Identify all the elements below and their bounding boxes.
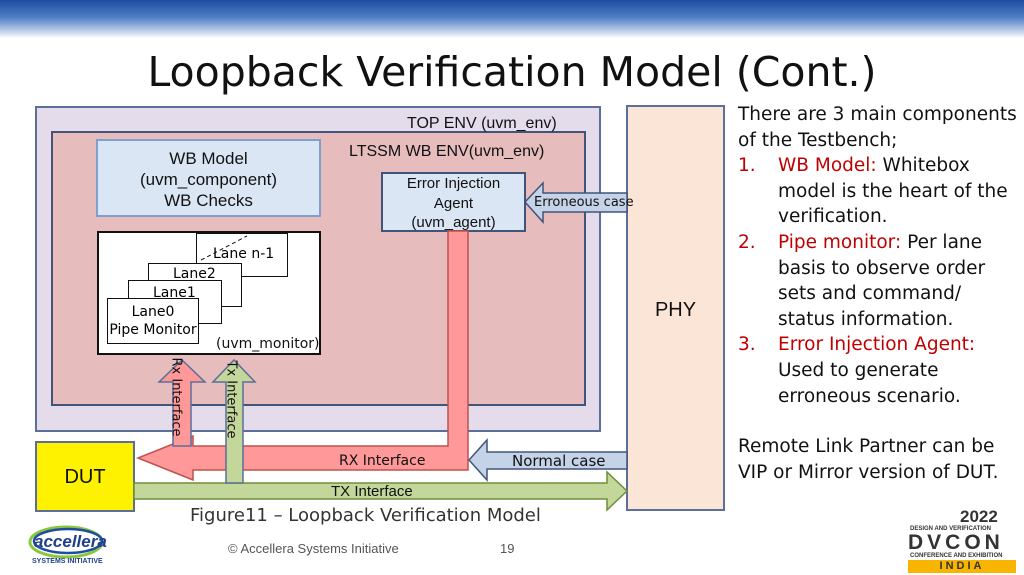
rx-interface-label: RX Interface — [339, 453, 426, 469]
bullet-item-1: 1. WB Model: Whitebox model is the heart … — [738, 153, 1018, 230]
ltssm-env-label: LTSSM WB ENV(uvm_env) — [349, 143, 545, 160]
lane-0-pipe-monitor: Lane0 Pipe Monitor — [107, 298, 199, 344]
tx-vertical-label: Tx Interface — [223, 360, 239, 439]
bullet-list: There are 3 main components of the Testb… — [738, 102, 1018, 485]
lane-2-label: Lane2 — [173, 266, 216, 282]
error-agent-line1: Error Injection — [406, 175, 501, 192]
bullet-label-1: WB Model: — [778, 155, 877, 177]
accellera-logo: accellera SYSTEMS INITIATIVE — [28, 522, 108, 568]
dvcon-country: INDIA — [908, 560, 1016, 573]
tx-vertical-arrow — [211, 358, 257, 484]
figure-caption: Figure11 – Loopback Verification Model — [190, 505, 541, 526]
bullet-text-2: Per lane basis to observe order sets and… — [778, 231, 986, 330]
monitor-tag: (uvm_monitor) — [216, 336, 320, 352]
normal-case-label: Normal case — [512, 452, 606, 470]
rx-vertical-arrow — [157, 358, 207, 447]
wb-model-text: WB Model (uvm_component) WB Checks — [97, 148, 320, 211]
rx-interface-arrow — [135, 230, 469, 482]
rx-vertical-label: Rx Interface — [168, 357, 184, 437]
error-agent-text: Error Injection Agent (uvm_agent) — [382, 174, 525, 233]
tx-interface-label: TX Interface — [331, 483, 413, 500]
error-agent-line3: (uvm_agent) — [411, 214, 496, 231]
bullet-num-3: 3. — [738, 334, 756, 356]
normal-case-arrow — [467, 438, 628, 482]
accellera-name: accellera — [34, 532, 107, 551]
top-env-label: TOP ENV (uvm_env) — [407, 115, 557, 132]
dvcon-name: DVCON — [908, 531, 1004, 554]
bullet-label-3: Error Injection Agent: — [778, 334, 976, 356]
lane-0-label: Lane0 — [131, 304, 175, 320]
erroneous-case-arrow — [523, 181, 628, 224]
slide-title: Loopback Verification Model (Cont.) — [147, 48, 877, 96]
pipe-monitor-label: Pipe Monitor — [109, 322, 197, 338]
accellera-swoosh-icon — [28, 525, 104, 559]
wb-model-box — [96, 139, 321, 217]
error-agent-line2: Agent — [433, 194, 474, 212]
accellera-sub: SYSTEMS INITIATIVE — [32, 558, 103, 565]
bullet-num-1: 1. — [738, 155, 756, 177]
dut-label: DUT — [64, 466, 106, 488]
wb-model-line1: WB Model — [169, 149, 248, 168]
bullet-item-2: 2. Pipe monitor: Per lane basis to observ… — [738, 230, 1018, 332]
bullet-num-2: 2. — [738, 231, 756, 253]
bullets-intro: There are 3 main components of the Testb… — [738, 104, 1017, 151]
phy-label: PHY — [654, 299, 697, 321]
dvcon-sub: CONFERENCE AND EXHIBITION — [910, 553, 1003, 559]
bullet-item-3: 3. Error Injection Agent: Used to generat… — [738, 332, 1018, 409]
dut-box — [35, 441, 135, 512]
bullet-label-2: Pipe monitor: — [778, 231, 902, 253]
header-band — [0, 0, 1024, 38]
dvcon-year: 2022 — [960, 507, 998, 526]
wb-model-line3: WB Checks — [164, 191, 253, 210]
tx-interface-arrow — [133, 470, 629, 512]
bullet-text-3: Used to generate erroneous scenario. — [778, 359, 961, 407]
lane-1-label: Lane1 — [153, 285, 196, 301]
erroneous-case-label: Erroneous case — [534, 195, 634, 210]
lane-n-1-label: Lane n-1 — [213, 246, 275, 262]
copyright-text: © Accellera Systems Initiative — [228, 541, 399, 556]
wb-model-line2: (uvm_component) — [139, 170, 277, 189]
dvcon-logo: 2022 DESIGN AND VERIFICATION DVCON CONFE… — [908, 507, 1020, 573]
phy-box — [626, 105, 725, 511]
bullet-text-1: Whitebox model is the heart of the verif… — [778, 155, 1008, 228]
remote-partner-note: Remote Link Partner can be VIP or Mirror… — [738, 436, 999, 483]
bullet-items: 1. WB Model: Whitebox model is the heart … — [738, 153, 1018, 409]
page-number: 19 — [500, 541, 515, 556]
dvcon-top: DESIGN AND VERIFICATION — [910, 526, 992, 532]
